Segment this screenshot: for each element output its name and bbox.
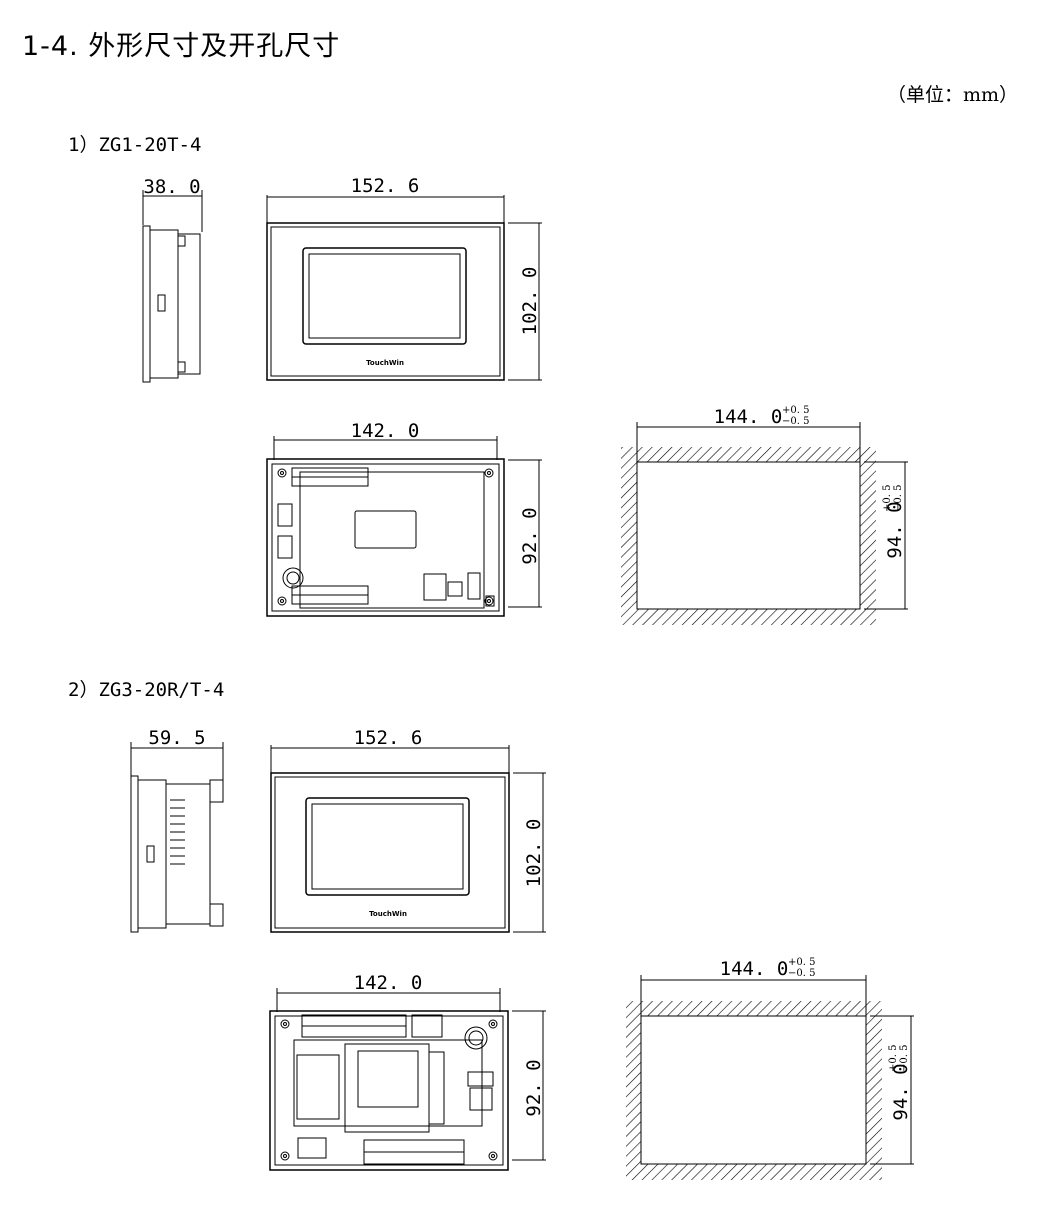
model-1-rear-height-dim: 92. 0 (519, 507, 541, 564)
model-1-width-dim: 152. 6 (351, 175, 420, 197)
model-1-cutout-view (621, 422, 908, 625)
model-1-cutout-width-tol-plus: +0. 5 (782, 405, 809, 416)
model-1-front-view (266, 195, 542, 381)
model-2-cutout-width-tol-plus: +0. 5 (788, 957, 815, 968)
model-2-width-dim: 152. 6 (354, 727, 423, 749)
model-2-cutout-height-dim: 94. 0 (890, 1063, 912, 1120)
model-1-height-dim: 102. 0 (519, 267, 541, 336)
model-1-cutout-height-dim: 94. 0 (884, 501, 906, 558)
model-2-cutout-height-tol-plus: +0. 5 (888, 1045, 899, 1072)
model-2-front-view (270, 745, 546, 933)
model-2-front-logo: TouchWin (369, 910, 407, 918)
model-1-front-logo: TouchWin (366, 359, 404, 367)
model-1-cutout-width-tol-minus: −0. 5 (782, 416, 809, 427)
model-2-depth-dim: 59. 5 (148, 727, 205, 749)
section-title: 1-4. 外形尺寸及开孔尺寸 (22, 31, 341, 62)
model-2-rear-view (269, 988, 546, 1171)
model-1-cutout-height-tol-plus: +0. 5 (882, 485, 893, 512)
model-2-cutout-height-tol-minus: −0. 5 (899, 1045, 910, 1072)
model-2-heading: 2）ZG3-20R/T-4 (68, 679, 225, 701)
model-1-rear-view (266, 436, 542, 617)
model-1-side-view (142, 190, 203, 383)
model-2-cutout-width-dim: 144. 0 (720, 958, 789, 980)
model-2-cutout-width-tol-minus: −0. 5 (788, 968, 815, 979)
model-1-rear-width-dim: 142. 0 (351, 420, 420, 442)
model-2-height-dim: 102. 0 (523, 819, 545, 888)
model-2-cutout-view (626, 975, 914, 1180)
model-1-heading: 1）ZG1-20T-4 (68, 134, 202, 156)
model-2-rear-width-dim: 142. 0 (354, 972, 423, 994)
model-1-depth-dim: 38. 0 (143, 176, 200, 198)
model-1-cutout-height-tol-minus: −0. 5 (893, 485, 904, 512)
model-2-rear-height-dim: 92. 0 (523, 1059, 545, 1116)
model-2-side-view (130, 742, 224, 933)
model-1-cutout-width-dim: 144. 0 (714, 406, 783, 428)
unit-note: （单位：mm） (886, 84, 1018, 106)
